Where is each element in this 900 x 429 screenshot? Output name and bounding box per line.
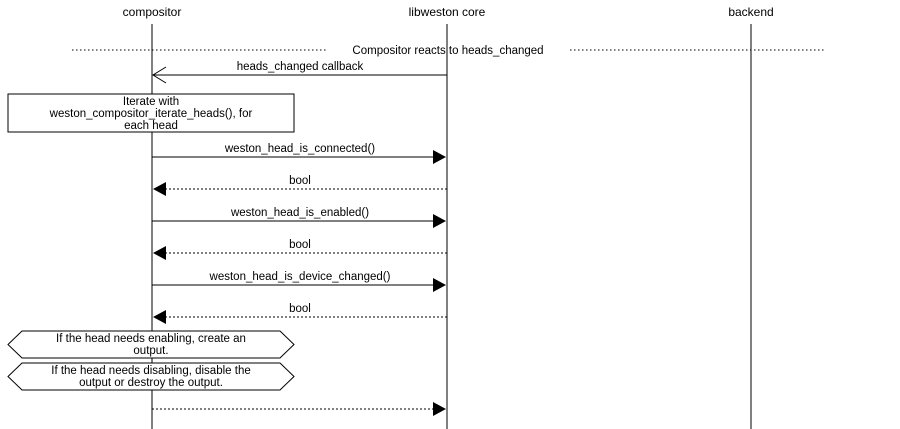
note-disable-head-hexagon — [7, 362, 295, 391]
arrowhead-filled-left-bool-device-changed — [153, 310, 166, 324]
message-final-return — [152, 402, 446, 416]
note-iterate-heads: Iterate with weston_compositor_iterate_h… — [7, 93, 295, 133]
note-iterate-heads-line-1: Iterate with — [123, 96, 179, 108]
arrowhead-filled-right-final-return — [433, 402, 446, 416]
message-weston-head-is-enabled: weston_head_is_enabled() — [152, 207, 446, 228]
note-enable-head-line-1: If the head needs enabling, create an — [56, 333, 246, 345]
participant-label-compositor: compositor — [123, 5, 182, 19]
note-disable-head-line-1: If the head needs disabling, disable the — [51, 365, 250, 377]
lifelines-group — [151, 24, 752, 429]
arrowhead-filled-right-enabled — [433, 214, 446, 228]
participant-label-libweston-core: libweston core — [409, 5, 486, 19]
message-heads-changed-callback: heads_changed callback — [152, 61, 447, 84]
arrowhead-filled-right-connected — [433, 150, 446, 164]
message-bool-enabled: bool — [153, 239, 447, 260]
arrowhead-filled-left-bool-enabled — [153, 246, 166, 260]
message-weston-head-is-connected: weston_head_is_connected() — [152, 143, 446, 164]
note-enable-head: If the head needs enabling, create an ou… — [7, 330, 295, 359]
message-label-bool-enabled: bool — [289, 239, 311, 251]
message-label-weston-head-is-enabled: weston_head_is_enabled() — [230, 207, 369, 219]
note-iterate-heads-line-2: weston_compositor_iterate_heads(), for — [49, 108, 253, 120]
message-label-bool-connected: bool — [289, 175, 311, 187]
message-bool-connected: bool — [153, 175, 447, 196]
message-bool-device-changed: bool — [153, 303, 447, 324]
note-iterate-heads-line-3: each head — [124, 120, 178, 132]
note-iterate-heads-box — [7, 93, 295, 133]
note-disable-head: If the head needs disabling, disable the… — [7, 362, 295, 391]
message-label-heads-changed-callback: heads_changed callback — [237, 61, 364, 73]
note-disable-head-line-2: output or destroy the output. — [79, 377, 223, 389]
arrowhead-open-left-heads-changed — [152, 66, 167, 84]
section-divider: Compositor reacts to heads_changed — [72, 45, 826, 57]
arrowhead-filled-left-bool-connected — [153, 182, 166, 196]
message-weston-head-is-device-changed: weston_head_is_device_changed() — [152, 271, 446, 292]
message-label-bool-device-changed: bool — [289, 303, 311, 315]
divider-label: Compositor reacts to heads_changed — [352, 45, 543, 57]
note-enable-head-line-2: output. — [133, 345, 168, 357]
message-label-weston-head-is-device-changed: weston_head_is_device_changed() — [209, 271, 391, 283]
message-label-weston-head-is-connected: weston_head_is_connected() — [224, 143, 375, 155]
note-enable-head-hexagon — [7, 330, 295, 359]
arrowhead-filled-right-device-changed — [433, 278, 446, 292]
participant-headers: compositor libweston core backend — [123, 5, 774, 19]
participant-label-backend: backend — [728, 5, 773, 19]
